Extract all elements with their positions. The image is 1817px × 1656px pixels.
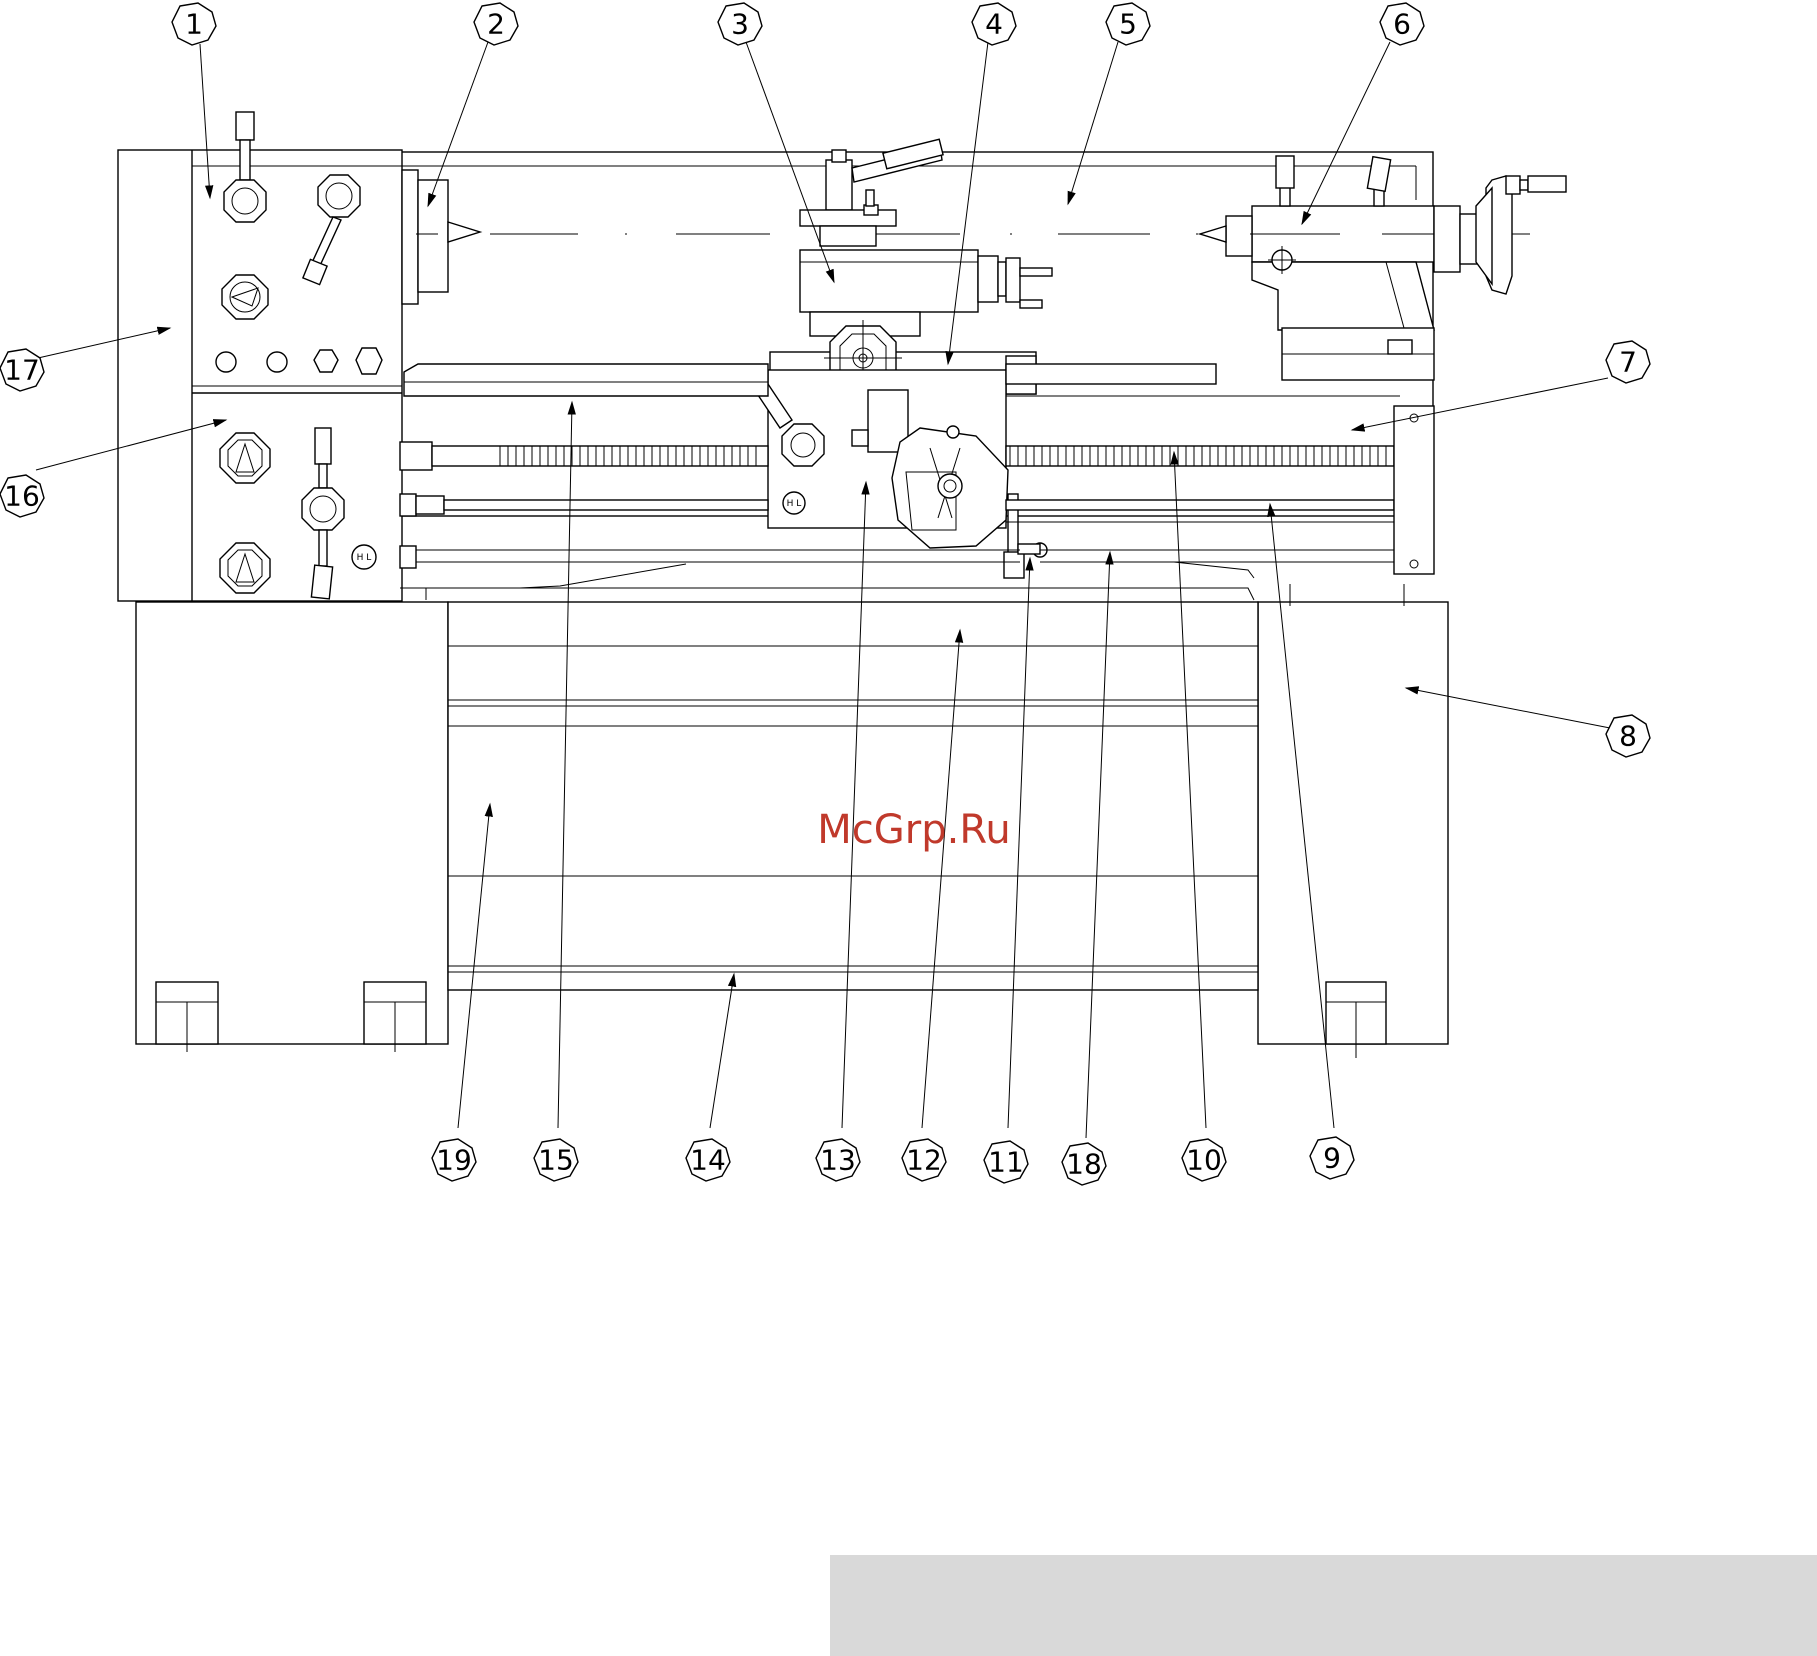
headstock-hl-label: H L (357, 553, 372, 563)
left-cabinet (136, 602, 448, 1052)
callout-17: 17 (0, 349, 44, 391)
callout-17-label: 17 (4, 354, 40, 387)
speed-selector-knob[interactable] (222, 275, 268, 319)
callout-16-label: 16 (4, 480, 40, 513)
callout-5: 5 (1106, 3, 1150, 45)
callout-13-label: 13 (820, 1144, 856, 1177)
callout-11: 11 (984, 1141, 1028, 1183)
callout-10: 10 (1182, 1139, 1226, 1181)
right-cabinet (1258, 584, 1448, 1058)
footer-bar (830, 1555, 1817, 1656)
callout-3-label: 3 (731, 8, 749, 41)
watermark-text: McGrp.Ru (817, 807, 1010, 853)
tool-post[interactable] (800, 139, 943, 246)
callout-8: 8 (1606, 715, 1650, 757)
callout-14-label: 14 (690, 1144, 726, 1177)
callout-7: 7 (1606, 341, 1650, 383)
callout-13: 13 (816, 1139, 860, 1181)
cross-slide[interactable] (800, 250, 1052, 336)
leadscrew-end-bracket (1394, 406, 1434, 574)
tailstock-handwheel[interactable] (1476, 176, 1566, 294)
callout-9-label: 9 (1323, 1142, 1341, 1175)
callout-18-label: 18 (1066, 1148, 1102, 1181)
callout-1-label: 1 (185, 8, 203, 41)
callout-3: 3 (718, 3, 762, 45)
callout-8-label: 8 (1619, 720, 1637, 753)
callout-6-label: 6 (1393, 8, 1411, 41)
callout-19: 19 (432, 1139, 476, 1181)
callout-14: 14 (686, 1139, 730, 1181)
callout-7-label: 7 (1619, 346, 1637, 379)
spindle-control-rod (400, 546, 1394, 600)
callout-9: 9 (1310, 1137, 1354, 1179)
callout-2-label: 2 (487, 8, 505, 41)
callout-16: 16 (0, 475, 44, 517)
apron-hl-label: H L (787, 499, 802, 509)
callout-2: 2 (474, 3, 518, 45)
callout-6: 6 (1380, 3, 1424, 45)
tailstock-base (1282, 328, 1434, 380)
callout-15: 15 (534, 1139, 578, 1181)
callout-10-label: 10 (1186, 1144, 1222, 1177)
callout-4: 4 (972, 3, 1016, 45)
callout-1: 1 (172, 3, 216, 45)
callout-5-label: 5 (1119, 8, 1137, 41)
callout-19-label: 19 (436, 1144, 472, 1177)
headstock: H L (118, 112, 402, 601)
callout-12: 12 (902, 1139, 946, 1181)
callout-18: 18 (1062, 1143, 1106, 1185)
chip-tray (448, 602, 1258, 990)
chuck (402, 170, 480, 304)
callout-15-label: 15 (538, 1144, 574, 1177)
callout-11-label: 11 (988, 1146, 1024, 1179)
callout-12-label: 12 (906, 1144, 942, 1177)
callout-4-label: 4 (985, 8, 1003, 41)
